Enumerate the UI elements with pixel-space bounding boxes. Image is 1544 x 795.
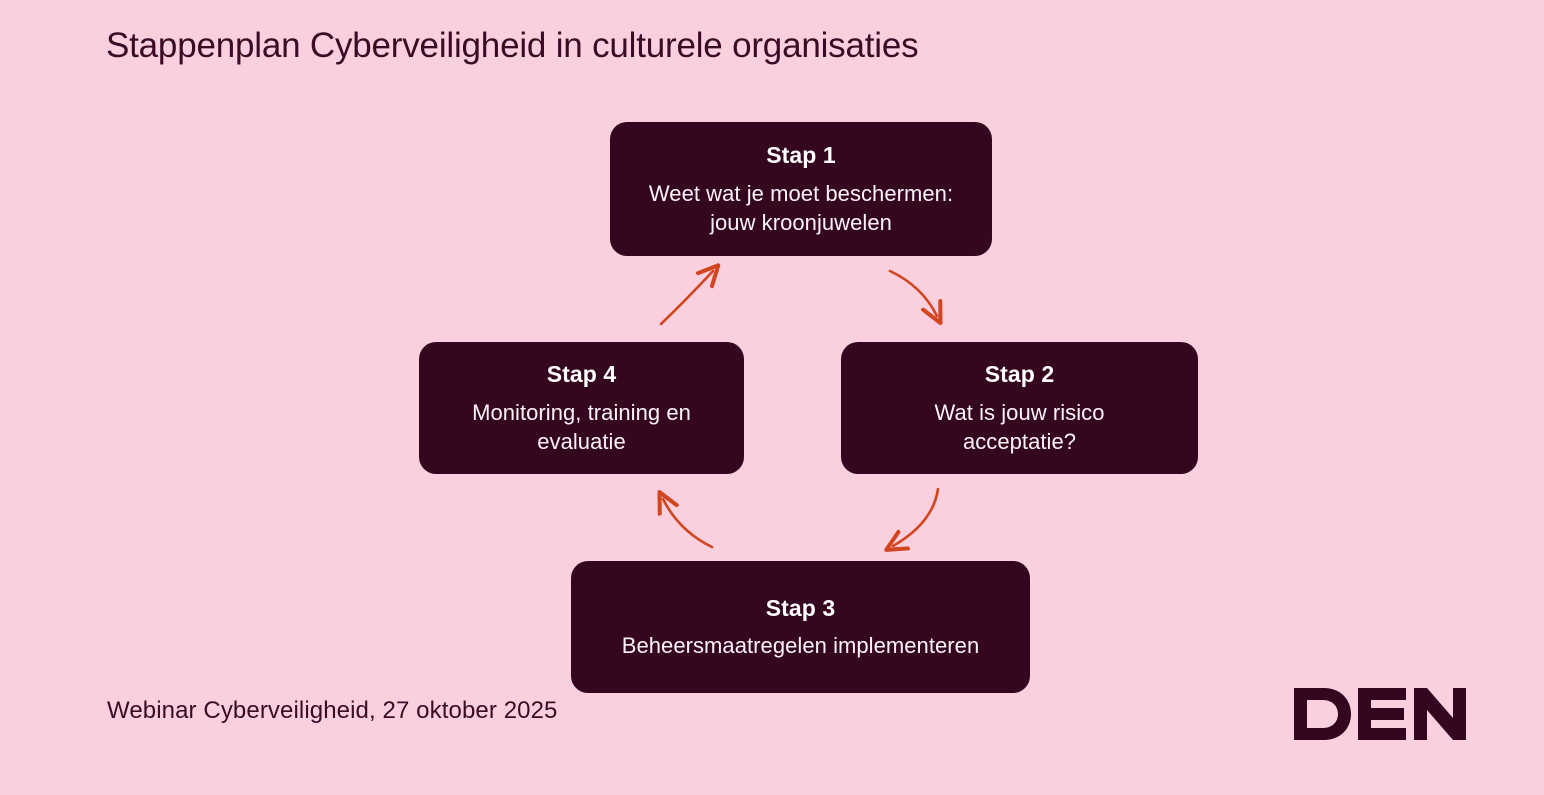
step-description-stap-3: Beheersmaatregelen implementeren bbox=[622, 631, 979, 660]
step-card-stap-1[interactable]: Stap 1 Weet wat je moet beschermen: jouw… bbox=[610, 122, 992, 256]
step-card-stap-3[interactable]: Stap 3 Beheersmaatregelen implementeren bbox=[571, 561, 1030, 693]
den-logo bbox=[1294, 688, 1466, 740]
step-description-line: Wat is jouw risico bbox=[934, 399, 1105, 425]
step-card-stap-4[interactable]: Stap 4 Monitoring, training en evaluatie bbox=[419, 342, 744, 474]
page-title: Stappenplan Cyberveiligheid in culturele… bbox=[106, 26, 919, 65]
step-description-stap-4: Monitoring, training en evaluatie bbox=[472, 398, 691, 456]
step-title-stap-1: Stap 1 bbox=[766, 142, 836, 169]
step-description-line: Beheersmaatregelen implementeren bbox=[621, 633, 980, 659]
step-title-stap-4: Stap 4 bbox=[546, 361, 617, 388]
step-card-stap-2[interactable]: Stap 2 Wat is jouw risico acceptatie? bbox=[841, 342, 1198, 474]
step-description-line: Weet wat je moet beschermen: bbox=[648, 180, 954, 206]
step-description-stap-2: Wat is jouw risico acceptatie? bbox=[934, 398, 1104, 456]
step-description-line: acceptatie? bbox=[962, 428, 1077, 454]
step-title-stap-3: Stap 3 bbox=[765, 594, 836, 621]
step-description-line: jouw kroonjuwelen bbox=[710, 209, 892, 235]
step-description-stap-1: Weet wat je moet beschermen: jouw kroonj… bbox=[649, 179, 953, 237]
step-title-stap-2: Stap 2 bbox=[984, 361, 1055, 388]
step-description-line: evaluatie bbox=[537, 428, 626, 454]
footer-caption: Webinar Cyberveiligheid, 27 oktober 2025 bbox=[107, 697, 558, 724]
step-description-line: Monitoring, training en bbox=[472, 399, 691, 425]
